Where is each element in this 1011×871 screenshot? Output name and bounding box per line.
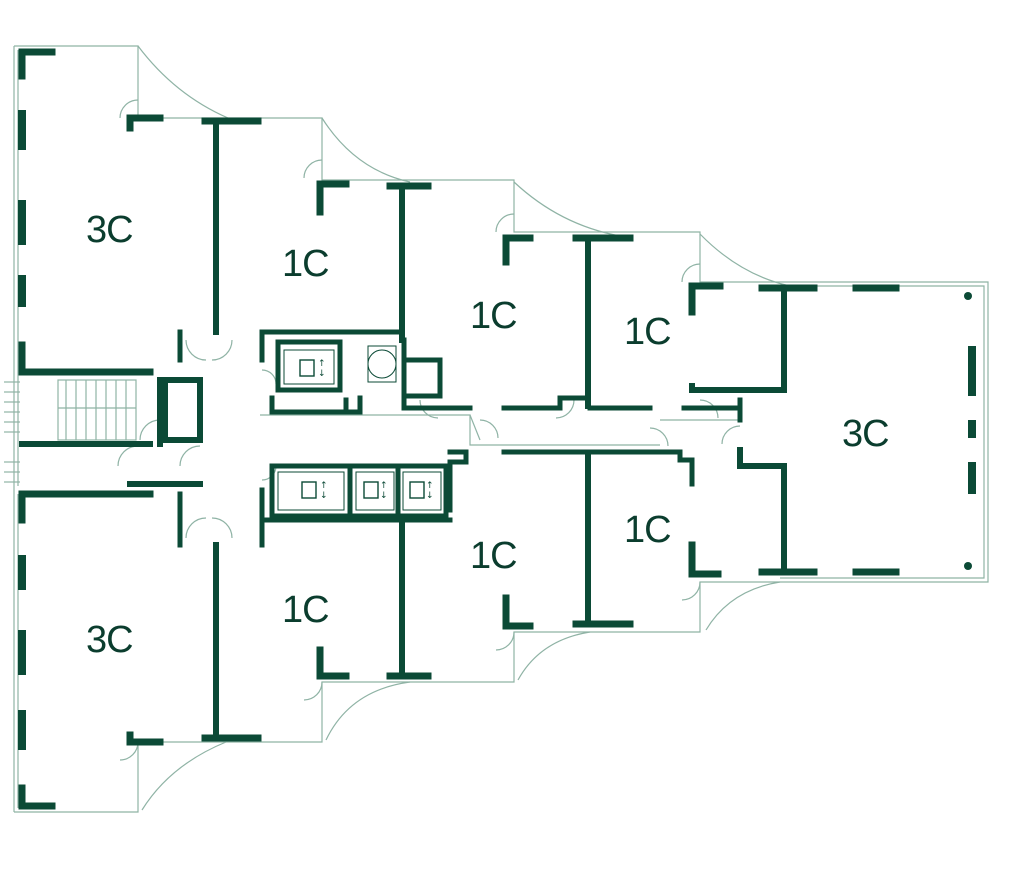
svg-text:↓: ↓ [426,491,434,501]
window-icon [18,200,26,245]
unit-label-1c-n3: 1C [624,311,671,353]
unit-label-3c-sw: 3C [86,619,133,661]
elevator-icon: ↑ ↓ [355,471,395,511]
window-icon [968,462,976,494]
unit-label-1c-s1: 1C [282,589,329,631]
svg-text:↑: ↑ [320,481,328,491]
svg-text:↑: ↑ [426,481,434,491]
unit-label-3c-nw: 3C [86,209,133,251]
unit-label-3c-e: 3C [842,413,889,455]
unit-label-1c-n1: 1C [282,243,329,285]
window-icon [968,420,976,438]
elevator-icon: ↑ ↓ [402,471,442,511]
svg-text:↓: ↓ [320,491,328,501]
window-icon [968,346,976,396]
window-icon [18,110,26,150]
svg-text:↓: ↓ [380,491,388,501]
svg-text:↑: ↑ [318,359,326,369]
facade-outline [4,45,989,813]
elevator-icon: ↑ ↓ [283,349,335,385]
unit-label-1c-s3: 1C [624,509,671,551]
elevator-core: ↑ ↓ ↑ ↓ ↑ ↓ ↑ ↓ [277,345,442,511]
unit-label-1c-n2: 1C [470,295,517,337]
structural-walls [18,48,976,810]
svg-text:↑: ↑ [380,481,388,491]
svg-text:↓: ↓ [318,369,326,379]
window-icon [18,630,26,675]
window-icon [18,710,26,750]
window-icon [18,275,26,307]
window-icon [18,555,26,590]
elevator-icon: ↑ ↓ [277,471,345,511]
unit-label-1c-s2: 1C [470,535,517,577]
service-lift-icon [367,345,397,383]
unit-labels: 3C 1C 1C 1C 3C 1C 1C 1C 3C [86,209,890,661]
